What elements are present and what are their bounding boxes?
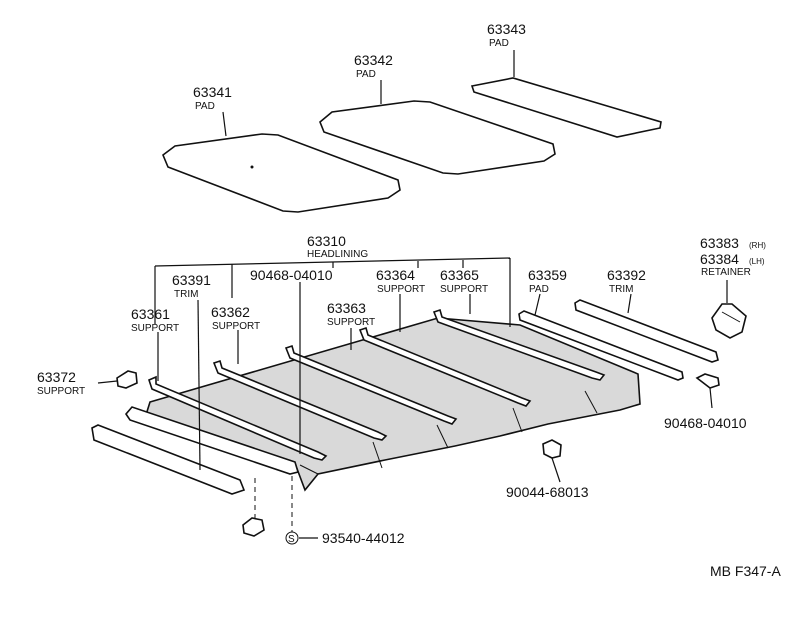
label-63343: 63343 PAD	[487, 21, 526, 49]
clip-90468-04010-right	[695, 373, 720, 409]
clip-63372	[97, 370, 138, 389]
label-63392: 63392 TRIM	[607, 267, 646, 295]
svg-text:93540-44012: 93540-44012	[322, 530, 405, 546]
svg-text:63363: 63363	[327, 300, 366, 316]
label-63364: 63364 SUPPORT	[376, 267, 425, 295]
label-90468-04010-top: 90468-04010	[250, 267, 333, 283]
svg-text:63342: 63342	[354, 52, 393, 68]
svg-text:63310: 63310	[307, 233, 346, 249]
label-63383-63384: 63383 (RH) 63384 (LH) RETAINER	[700, 235, 766, 278]
label-90044-68013: 90044-68013	[506, 484, 589, 500]
svg-text:TRIM: TRIM	[609, 284, 633, 295]
svg-text:SUPPORT: SUPPORT	[37, 386, 85, 397]
svg-text:RETAINER: RETAINER	[701, 267, 751, 278]
label-90468-04010-right: 90468-04010	[664, 415, 747, 431]
svg-text:PAD: PAD	[489, 38, 509, 49]
trim-63391	[91, 424, 246, 495]
svg-text:PAD: PAD	[356, 69, 376, 80]
diagram-code: MB F347-A	[710, 563, 781, 579]
svg-text:SUPPORT: SUPPORT	[327, 317, 375, 328]
svg-text:PAD: PAD	[195, 101, 215, 112]
svg-text:SUPPORT: SUPPORT	[131, 323, 179, 334]
svg-text:63391: 63391	[172, 272, 211, 288]
leader-lines	[157, 282, 632, 471]
label-63391: 63391 TRIM	[172, 272, 211, 300]
svg-text:63364: 63364	[376, 267, 415, 283]
label-63342: 63342 PAD	[354, 52, 393, 80]
svg-text:63359: 63359	[528, 267, 567, 283]
leader-63341	[222, 111, 227, 137]
svg-text:90468-04010: 90468-04010	[250, 267, 333, 283]
clip-90044-68013	[542, 439, 562, 483]
pad-63343	[470, 77, 662, 138]
svg-text:63362: 63362	[211, 304, 250, 320]
label-63365: 63365 SUPPORT	[440, 267, 488, 295]
label-93540-44012: S 93540-44012	[288, 530, 405, 546]
retainer-63383-63384	[711, 280, 747, 339]
pad-63341	[162, 133, 401, 213]
pad-63359	[518, 310, 684, 381]
trim-63392	[574, 299, 719, 363]
svg-text:63372: 63372	[37, 369, 76, 385]
headlining-panel	[143, 317, 641, 492]
svg-text:63383: 63383	[700, 235, 739, 251]
pad-63342	[319, 100, 556, 175]
svg-text:MB F347-A: MB F347-A	[710, 563, 781, 579]
svg-text:63365: 63365	[440, 267, 479, 283]
svg-text:S: S	[288, 534, 295, 545]
label-63361: 63361 SUPPORT	[131, 306, 179, 334]
svg-text:63361: 63361	[131, 306, 170, 322]
rear-rail	[124, 406, 300, 475]
label-63359: 63359 PAD	[528, 267, 567, 295]
svg-text:90044-68013: 90044-68013	[506, 484, 589, 500]
svg-text:63392: 63392	[607, 267, 646, 283]
label-63372: 63372 SUPPORT	[37, 369, 85, 397]
svg-text:SUPPORT: SUPPORT	[440, 284, 488, 295]
svg-text:63341: 63341	[193, 84, 232, 100]
svg-text:TRIM: TRIM	[174, 289, 198, 300]
svg-text:PAD: PAD	[529, 284, 549, 295]
svg-text:(RH): (RH)	[749, 241, 766, 250]
svg-text:63343: 63343	[487, 21, 526, 37]
label-63341: 63341 PAD	[193, 84, 232, 112]
bracket-63310	[154, 257, 511, 327]
svg-text:SUPPORT: SUPPORT	[377, 284, 425, 295]
label-63363: 63363 SUPPORT	[327, 300, 375, 328]
svg-text:SUPPORT: SUPPORT	[212, 321, 260, 332]
label-63362: 63362 SUPPORT	[211, 304, 260, 332]
svg-text:90468-04010: 90468-04010	[664, 415, 747, 431]
svg-text:(LH): (LH)	[749, 257, 765, 266]
label-63310: 63310 HEADLINING	[307, 233, 368, 260]
svg-text:63384: 63384	[700, 251, 739, 267]
screw-93540-44012	[242, 476, 318, 545]
svg-text:HEADLINING: HEADLINING	[307, 249, 368, 260]
